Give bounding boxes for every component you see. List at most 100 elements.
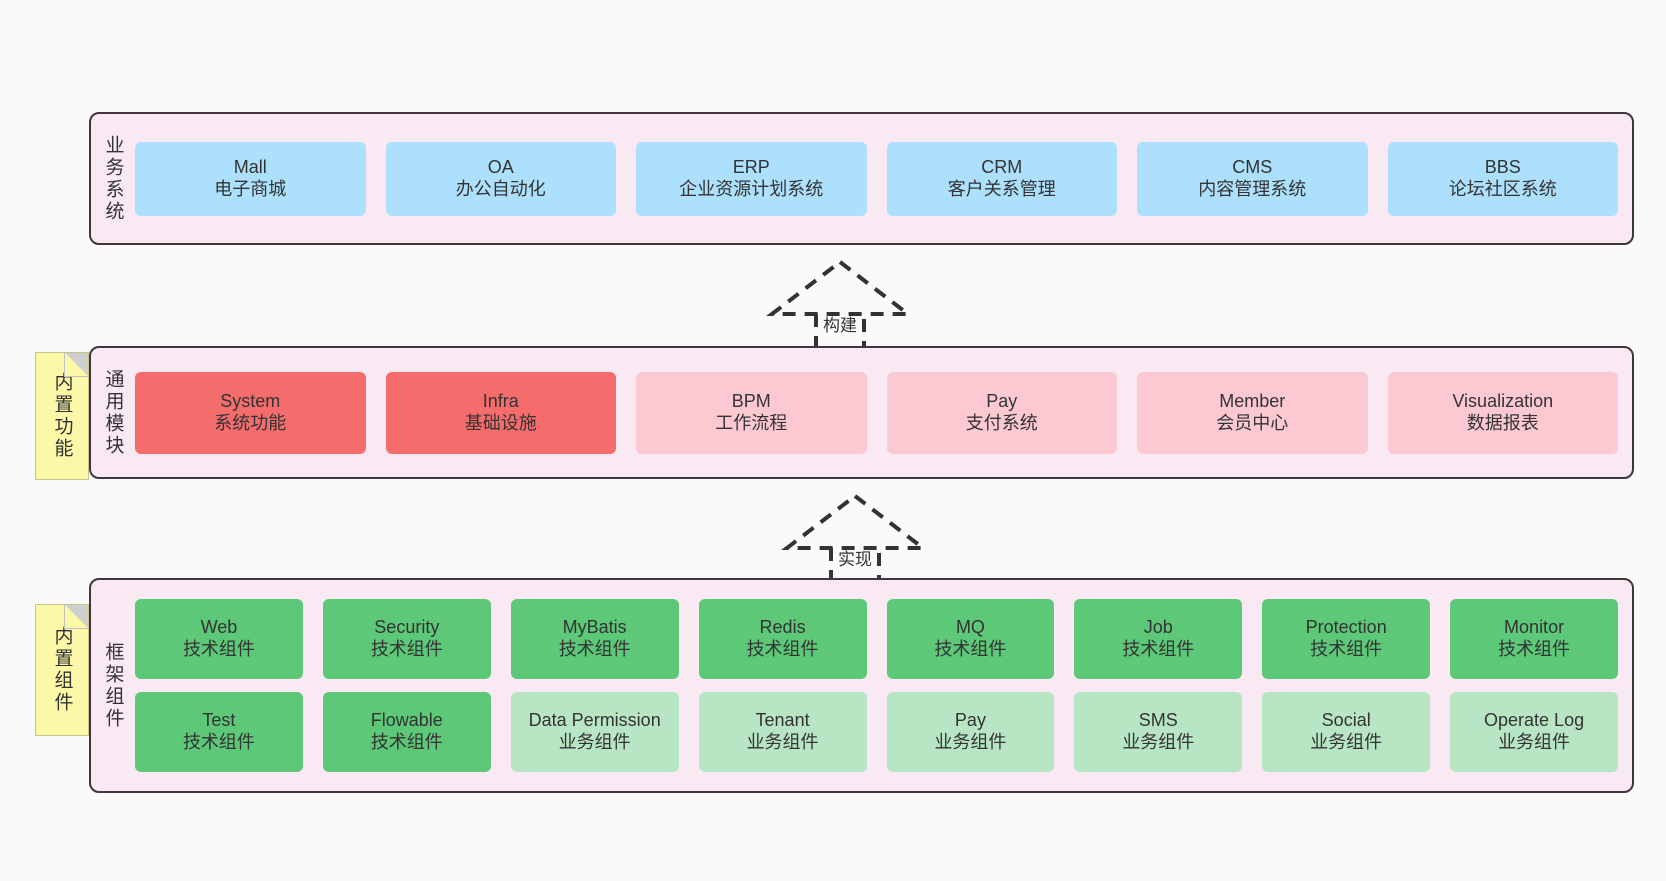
module-card-title: ERP [732,156,770,177]
layer-business-system: 业务系统 Mall 电子商城 OA 办公自动化 ERP 企业资源计划系统 CRM… [89,112,1634,245]
module-card-tenant[interactable]: Tenant 业务组件 [698,692,867,772]
module-card-title: Visualization [1452,390,1554,411]
layer-common-module-title: 通用模块 [102,368,124,457]
note-builtin-features: 内置功能 [35,352,89,480]
layer-framework-row-business: Test 技术组件 Flowable 技术组件 Data Permission … [135,692,1618,772]
module-card-subtitle: 办公自动化 [455,178,546,199]
module-card-bbs[interactable]: BBS 论坛社区系统 [1387,141,1618,216]
layer-business-system-body: Mall 电子商城 OA 办公自动化 ERP 企业资源计划系统 CRM 客户关系… [135,114,1632,243]
module-card-subtitle: 会员中心 [1216,412,1289,433]
module-card-subtitle: 技术组件 [182,639,255,659]
module-card-subtitle: 技术组件 [1498,639,1571,659]
layer-framework-component-title: 框架组件 [102,641,124,730]
module-card-title: CMS [1232,156,1273,177]
module-card-title: Data Permission [528,710,661,731]
module-card-infra[interactable]: Infra 基础设施 [385,371,616,454]
module-card-mybatis[interactable]: MyBatis 技术组件 [510,599,679,679]
arrow-head-triangle [781,493,929,550]
module-card-title: Social [1321,710,1371,731]
module-card-monitor[interactable]: Monitor 技术组件 [1450,599,1618,679]
module-card-title: Monitor [1504,617,1565,638]
module-card-crm[interactable]: CRM 客户关系管理 [886,141,1117,216]
module-card-mq[interactable]: MQ 技术组件 [886,599,1055,679]
module-card-subtitle: 数据报表 [1466,412,1539,433]
module-card-title: Protection [1305,617,1387,638]
module-card-sms[interactable]: SMS 业务组件 [1074,692,1243,772]
module-card-title: System [220,390,281,411]
module-card-subtitle: 工作流程 [715,412,788,433]
module-card-subtitle: 企业资源计划系统 [679,178,824,199]
module-card-title: Job [1143,617,1173,638]
layer-business-system-title: 业务系统 [102,134,124,223]
arrow-build: 构建 [760,258,920,358]
module-card-operate-log[interactable]: Operate Log 业务组件 [1450,692,1618,772]
module-card-subtitle: 业务组件 [558,732,631,752]
module-card-subtitle: 技术组件 [934,639,1007,659]
module-card-subtitle: 技术组件 [558,639,631,659]
module-card-mall[interactable]: Mall 电子商城 [135,141,366,216]
module-card-title: MQ [955,617,985,638]
layer-common-row: System 系统功能 Infra 基础设施 BPM 工作流程 Pay 支付系统… [135,371,1618,454]
module-card-subtitle: 业务组件 [1122,732,1195,752]
module-card-title: Pay [954,710,986,731]
layer-framework-component-body: Web 技术组件 Security 技术组件 MyBatis 技术组件 Redi… [135,580,1632,791]
module-card-redis[interactable]: Redis 技术组件 [698,599,867,679]
module-card-erp[interactable]: ERP 企业资源计划系统 [636,141,867,216]
module-card-web[interactable]: Web 技术组件 [135,599,303,679]
note-builtin-components: 内置组件 [35,604,89,736]
module-card-member[interactable]: Member 会员中心 [1137,371,1368,454]
module-card-title: MyBatis [562,617,627,638]
module-card-social[interactable]: Social 业务组件 [1262,692,1431,772]
module-card-title: Web [200,617,238,638]
module-card-title: CRM [981,156,1023,177]
module-card-pay-component[interactable]: Pay 业务组件 [886,692,1055,772]
module-card-title: Pay [986,390,1018,411]
module-card-pay[interactable]: Pay 支付系统 [886,371,1117,454]
module-card-title: OA [487,156,514,177]
module-card-data-permission[interactable]: Data Permission 业务组件 [510,692,679,772]
note-builtin-features-label: 内置功能 [51,372,73,460]
module-card-title: Mall [233,156,267,177]
module-card-subtitle: 基础设施 [464,412,537,433]
module-card-subtitle: 技术组件 [182,732,255,752]
module-card-visualization[interactable]: Visualization 数据报表 [1387,371,1618,454]
arrow-realize: 实现 [775,492,935,592]
module-card-subtitle: 系统功能 [214,412,287,433]
module-card-protection[interactable]: Protection 技术组件 [1262,599,1431,679]
module-card-cms[interactable]: CMS 内容管理系统 [1137,141,1368,216]
module-card-subtitle: 技术组件 [746,639,819,659]
module-card-security[interactable]: Security 技术组件 [322,599,491,679]
module-card-title: Redis [759,617,806,638]
module-card-bpm[interactable]: BPM 工作流程 [636,371,867,454]
layer-business-row: Mall 电子商城 OA 办公自动化 ERP 企业资源计划系统 CRM 客户关系… [135,141,1618,216]
module-card-title: Tenant [755,710,810,731]
module-card-title: Flowable [370,710,443,731]
arrow-build-label: 构建 [823,316,857,335]
module-card-oa[interactable]: OA 办公自动化 [385,141,616,216]
layer-common-module-body: System 系统功能 Infra 基础设施 BPM 工作流程 Pay 支付系统… [135,348,1632,477]
module-card-title: BBS [1484,156,1521,177]
module-card-title: SMS [1138,710,1178,731]
module-card-subtitle: 电子商城 [214,178,287,199]
module-card-test[interactable]: Test 技术组件 [135,692,303,772]
module-card-subtitle: 业务组件 [934,732,1007,752]
module-card-subtitle: 技术组件 [1310,639,1383,659]
module-card-subtitle: 技术组件 [370,732,443,752]
module-card-subtitle: 内容管理系统 [1198,178,1307,199]
module-card-title: Security [374,617,440,638]
module-card-subtitle: 业务组件 [746,732,819,752]
module-card-title: Member [1219,390,1286,411]
layer-framework-component: 框架组件 Web 技术组件 Security 技术组件 MyBatis 技术组件… [89,578,1634,793]
module-card-title: Operate Log [1484,710,1585,731]
module-card-title: Test [202,710,236,731]
module-card-flowable[interactable]: Flowable 技术组件 [322,692,491,772]
module-card-title: BPM [731,390,771,411]
module-card-system[interactable]: System 系统功能 [135,371,366,454]
module-card-job[interactable]: Job 技术组件 [1074,599,1243,679]
layer-common-module: 通用模块 System 系统功能 Infra 基础设施 BPM 工作流程 Pay… [89,346,1634,479]
note-builtin-components-label: 内置组件 [51,626,73,714]
module-card-subtitle: 技术组件 [370,639,443,659]
module-card-subtitle: 论坛社区系统 [1448,178,1557,199]
module-card-title: Infra [482,390,519,411]
